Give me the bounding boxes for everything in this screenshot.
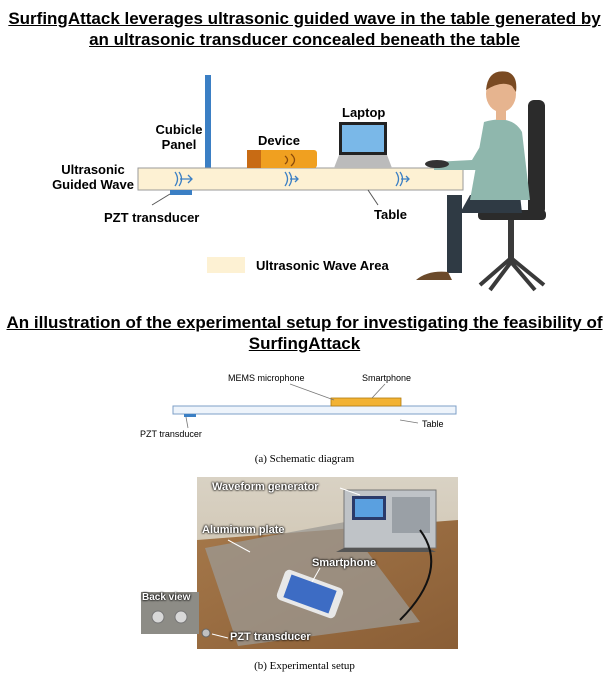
middle-heading: An illustration of the experimental setu… [6, 313, 603, 353]
wave-arrows [174, 171, 410, 187]
aluminum-plate-label: Aluminum plate [202, 524, 285, 536]
cubicle-panel-label: Cubicle Panel [155, 122, 203, 152]
laptop-icon [334, 122, 392, 168]
device-icon [247, 150, 317, 168]
legend-label: Ultrasonic Wave Area [256, 258, 389, 273]
waveform-generator [336, 489, 437, 552]
cubicle-panel [205, 75, 211, 168]
back-view-label: Back view [142, 592, 191, 603]
schematic-smartphone [330, 397, 402, 407]
waveform-generator-label: Waveform generator [212, 481, 319, 493]
photo-smartphone-label: Smartphone [312, 557, 377, 569]
top-heading: SurfingAttack leverages ultrasonic guide… [8, 9, 601, 49]
schematic-smartphone-label: Smartphone [362, 373, 412, 383]
photo-pzt-label: PZT transducer [230, 631, 311, 643]
schematic-pzt-label: PZT transducer [140, 429, 202, 439]
back-view-inset [141, 592, 199, 634]
schematic-caption: (a) Schematic diagram [254, 453, 355, 465]
pzt-label: PZT transducer [104, 210, 200, 225]
guided-wave-label: Ultrasonic Guided Wave [52, 162, 134, 192]
schematic-table-label: Table [422, 419, 444, 429]
pzt-transducer [170, 190, 192, 195]
legend-swatch [207, 257, 245, 273]
device-label: Device [258, 133, 300, 148]
laptop-label: Laptop [342, 105, 386, 120]
table-label: Table [374, 207, 407, 222]
schematic-mems-label: MEMS microphone [228, 373, 305, 383]
schematic-pzt [184, 414, 196, 417]
person-illustration [416, 71, 546, 292]
photo-caption: (b) Experimental setup [254, 660, 355, 672]
schematic-table [172, 405, 457, 415]
photo-smartphone [276, 569, 344, 619]
